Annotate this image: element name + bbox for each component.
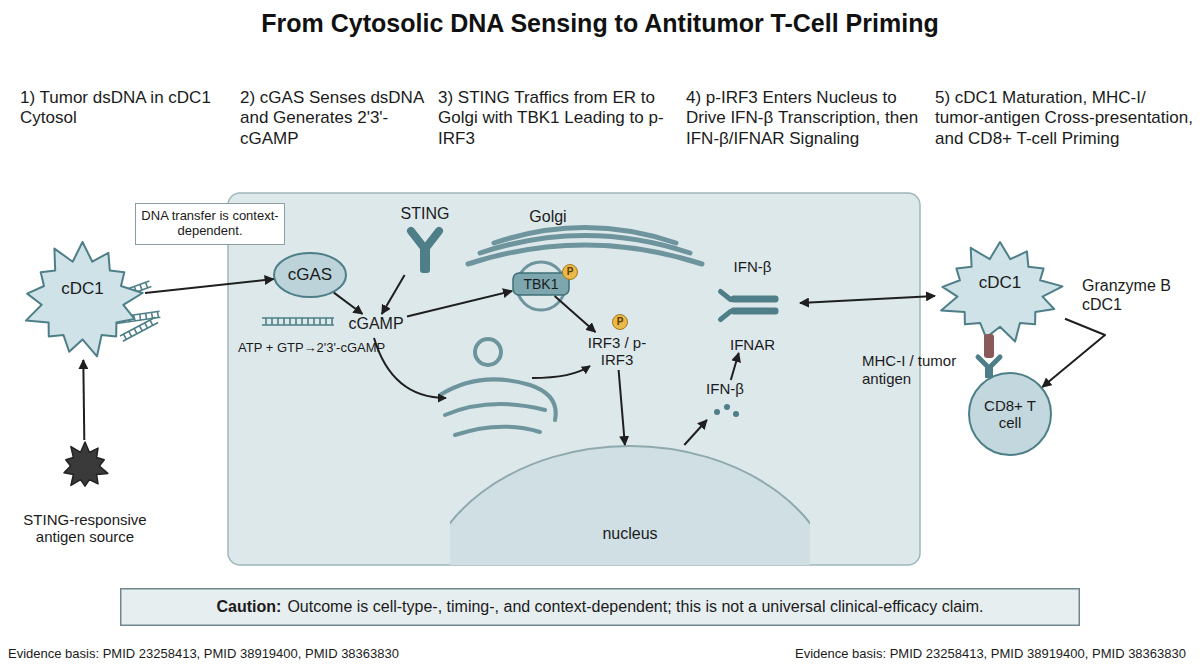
- step-heading: 3) STING Traffics from ER to Golgi with …: [438, 88, 666, 149]
- node-text: DNA transfer is context-dependent.: [135, 209, 285, 239]
- connector-arrow: [83, 360, 84, 440]
- t-cell: CD8+ T cell: [968, 372, 1052, 456]
- dendritic-cell: cDC1: [20, 240, 145, 360]
- step-heading: 4) p-IRF3 Enters Nucleus to Drive IFN-β …: [686, 88, 921, 149]
- er-membrane: [440, 339, 556, 435]
- connector-arrow: [619, 370, 625, 445]
- node-text: CD8+ T cell: [976, 397, 1044, 432]
- connector-arrow: [731, 353, 739, 380]
- evidence-note: Evidence basis: PMID 23258413, PMID 3891…: [8, 646, 438, 662]
- receptor-chain: [731, 308, 779, 315]
- dsdna-ladder: [262, 318, 334, 325]
- er-sheet: [445, 404, 545, 415]
- annotation: MHC-I / tumor antigen: [862, 352, 974, 388]
- diagram-title: From Cytosolic DNA Sensing to Antitumor …: [0, 9, 1200, 38]
- dying-cell: [64, 442, 108, 486]
- step-heading: 5) cDC1 Maturation, MHC-I/ tumor-antigen…: [935, 88, 1193, 149]
- connector-arrow: [382, 275, 405, 314]
- node-text: TBK1: [523, 276, 558, 292]
- node-text: IFN-β: [706, 380, 744, 397]
- organelle-label: Golgi: [518, 206, 578, 228]
- kinase-outline: [513, 273, 569, 295]
- vesicle: [475, 339, 501, 365]
- node-text: Golgi: [529, 208, 566, 226]
- connector-arrow: [800, 296, 935, 303]
- dendritic-cell-shape: [935, 240, 1065, 345]
- connector-arrow: [684, 420, 707, 445]
- receptor-fork: [721, 292, 731, 320]
- cytokine: IFN-β: [690, 380, 760, 420]
- node-text: cDC1: [61, 279, 104, 299]
- connector-arrow: [145, 279, 274, 293]
- phospho-badge: P: [612, 314, 628, 330]
- node-text: cDC1: [979, 273, 1022, 293]
- vesicle: [517, 262, 565, 310]
- cytokine-dot: [714, 409, 720, 415]
- dendritic-cell-shape: [20, 240, 145, 360]
- nucleus-shape: nucleus: [450, 445, 810, 565]
- receptor-symbol: IFN-βIFNAR: [705, 258, 800, 353]
- er-sheet: [440, 379, 556, 420]
- receptor-symbol: STING: [395, 205, 455, 275]
- t-cell-outline: [969, 373, 1051, 455]
- trafficking-arrow: [532, 366, 590, 378]
- sting-stalk: [420, 247, 430, 273]
- connector-arrow: [407, 291, 512, 317]
- sting-arms: [411, 231, 439, 249]
- golgi-membrane: [480, 236, 690, 254]
- node-text: STING-responsive antigen source: [10, 511, 160, 546]
- connector-arrow: [1042, 319, 1105, 387]
- connector-arrow: [334, 293, 363, 314]
- phospho-badge: P: [562, 264, 578, 280]
- nucleus-shape-shape: [450, 445, 810, 565]
- golgi-membrane: [494, 228, 676, 244]
- er-sheet: [455, 427, 540, 435]
- reaction-label: ATP + GTP→2'3'-cGAMP: [238, 340, 428, 356]
- nucleus-outline: [450, 446, 810, 565]
- cytokine-dot: [733, 411, 739, 417]
- transcription-factor: IRF3 / p-IRF3: [582, 332, 652, 370]
- cell-outline: [941, 242, 1062, 342]
- receptor-chain: [731, 296, 779, 303]
- note-box: DNA transfer is context-dependent.: [135, 203, 285, 245]
- node-text: cGAS: [288, 265, 332, 285]
- tcr-fork: [978, 357, 1000, 368]
- cell-outline: [26, 242, 143, 356]
- connector-arrow: [555, 296, 596, 332]
- step-heading: 1) Tumor dsDNA in cDC1 Cytosol: [20, 88, 225, 129]
- enzyme-outline: [274, 253, 346, 297]
- caution-box: Caution: Outcome is cell-type-, timing-, …: [120, 588, 1080, 626]
- dendritic-cell: cDC1: [935, 240, 1065, 345]
- caution-outline: [121, 589, 1080, 626]
- golgi-membrane: [468, 245, 702, 264]
- node-text: IRF3 / p-IRF3: [582, 334, 652, 369]
- kinase-box: TBK1: [512, 272, 570, 296]
- cytokine-dot: [724, 404, 730, 410]
- node-text: Outcome is cell-type-, timing-, and cont…: [287, 598, 983, 616]
- metabolite-label: cGAMP: [345, 314, 407, 334]
- note-outline: [136, 204, 285, 245]
- node-text: IFN-β: [734, 258, 772, 275]
- node-text: IFNAR: [730, 336, 775, 353]
- evidence-note: Evidence basis: PMID 23258413, PMID 3891…: [795, 646, 1195, 662]
- node-text: nucleus: [602, 525, 657, 543]
- antigen-source: STING-responsive antigen source: [10, 440, 160, 545]
- node-text: Caution:: [217, 598, 282, 616]
- enzyme-ellipse: cGAS: [273, 252, 347, 298]
- step-heading: 2) cGAS Senses dsDNA and Generates 2'3'-…: [240, 88, 430, 149]
- annotation: Granzyme B cDC1: [1082, 276, 1192, 314]
- node-text: cGAMP: [348, 315, 403, 333]
- golgi-stack: [468, 228, 702, 265]
- node-text: STING: [401, 205, 450, 223]
